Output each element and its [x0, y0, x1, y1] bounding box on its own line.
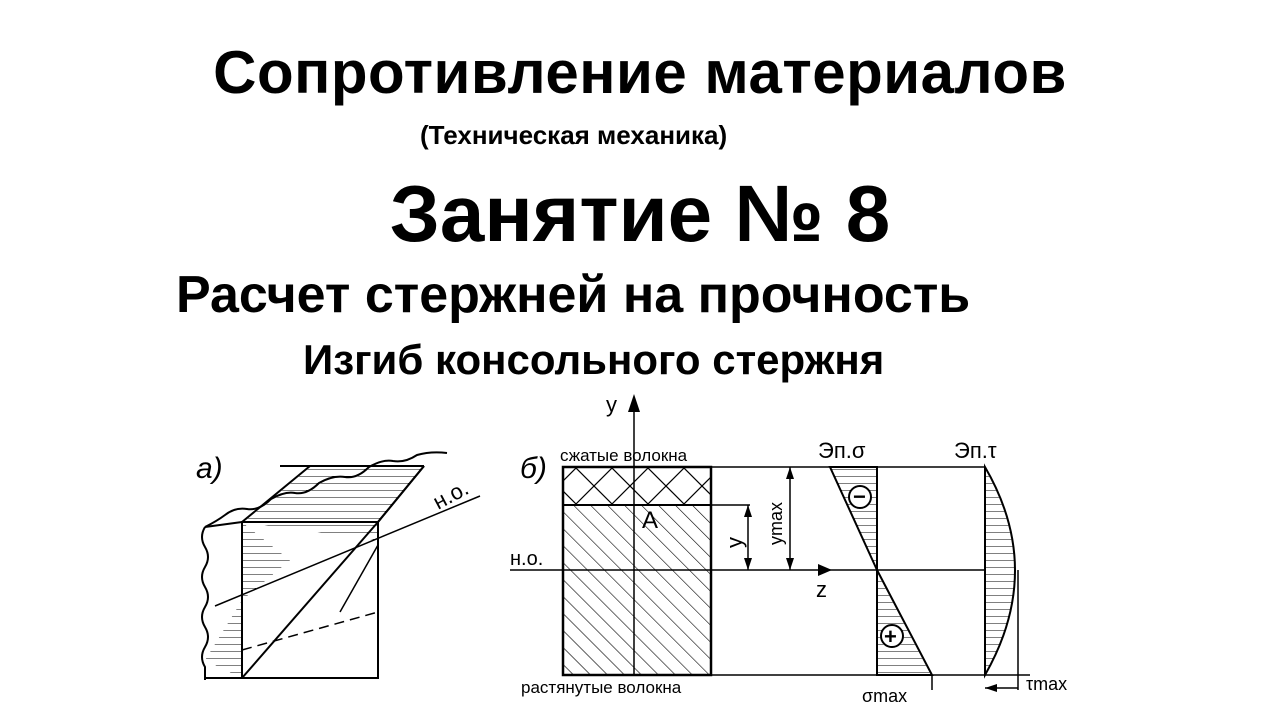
- point-a-label: A: [642, 507, 658, 534]
- bending-figure: а) н.о. б) z н.о. y A сжатые волокна рас…: [196, 392, 1067, 706]
- sigma-max-label: σmax: [862, 686, 907, 706]
- compressed-fibers-label: сжатые волокна: [560, 446, 688, 465]
- neutral-axis-label-b: н.о.: [510, 548, 543, 570]
- slide-subtitle: (Техническая механика): [420, 120, 728, 150]
- y-axis-label: y: [606, 392, 617, 417]
- lesson-number: Занятие № 8: [389, 169, 891, 258]
- panel-a-stress-left: [242, 522, 290, 600]
- panel-a-label: а): [196, 452, 223, 485]
- panel-a-stress-top: [242, 466, 424, 540]
- panel-a-neutral-axis-label: н.о.: [429, 475, 473, 514]
- tensile-zone: [562, 504, 712, 676]
- minus-sign: −: [853, 484, 866, 509]
- panel-a-stress-bottom: [205, 600, 242, 678]
- tensile-fibers-label: растянутые волокна: [521, 678, 682, 697]
- topic-heading: Расчет стержней на прочность: [176, 266, 971, 324]
- tau-diagram: [984, 463, 1016, 679]
- tau-diagram-label: Эп.τ: [954, 438, 997, 463]
- slide-title: Сопротивление материалов: [213, 39, 1067, 106]
- panel-b-label: б): [520, 452, 547, 485]
- dimension-ymax-label: ymax: [766, 502, 786, 545]
- subtopic-heading: Изгиб консольного стержня: [303, 336, 885, 383]
- compressed-zone: [562, 466, 712, 506]
- z-axis-label: z: [816, 577, 827, 602]
- dimension-y-label: y: [722, 537, 747, 548]
- sigma-diagram-label: Эп.σ: [818, 438, 866, 463]
- tau-max-label: τmax: [1026, 674, 1067, 694]
- sigma-diagram-tension: [876, 569, 934, 676]
- plus-sign: +: [884, 624, 897, 649]
- sigma-diagram-compression: [828, 466, 878, 571]
